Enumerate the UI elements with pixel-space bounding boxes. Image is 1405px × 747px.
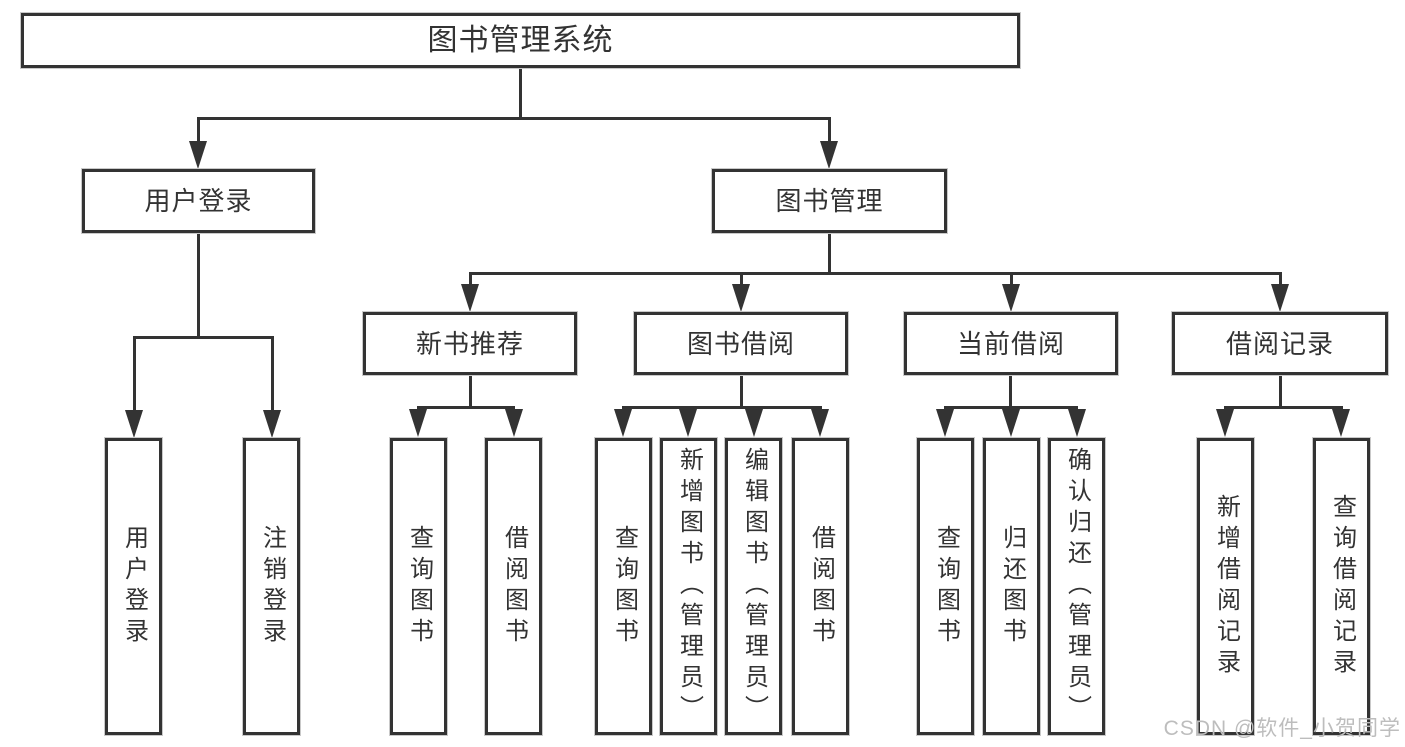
node-bb-edit-book: 编辑图书（管理员）: [725, 438, 782, 735]
arrowhead-br-add-record: [1216, 409, 1234, 437]
node-br-add-record: 新增借阅记录: [1197, 438, 1254, 735]
arrowhead-bb-edit-book: [745, 409, 763, 437]
node-nb-borrow-book: 借阅图书: [485, 438, 542, 735]
arrowhead-borrow-records: [1271, 284, 1289, 312]
connector-new-book-rec-stem: [469, 375, 472, 408]
node-current-borrow-label: 当前借阅: [956, 328, 1065, 359]
node-br-query-record-label: 查询借阅记录: [1328, 493, 1356, 680]
connector-borrow-records-bar: [1224, 406, 1343, 409]
connector-new-book-rec-bar: [417, 406, 515, 409]
node-book-management-label: 图书管理: [775, 186, 884, 216]
node-br-query-record: 查询借阅记录: [1313, 438, 1370, 735]
node-borrow-records: 借阅记录: [1172, 312, 1388, 375]
node-book-management: 图书管理: [712, 169, 947, 233]
arrowhead-bb-query-book: [614, 409, 632, 437]
arrowhead-nb-query-book: [409, 409, 427, 437]
arrowhead-cb-return-book: [1002, 409, 1020, 437]
csdn-watermark: CSDN @软件_小贺同学: [1163, 717, 1401, 740]
node-user-login-group-label: 用户登录: [144, 186, 253, 216]
arrowhead-current-borrow: [1002, 284, 1020, 312]
connector-stem-book-mgmt: [828, 117, 831, 142]
connector-borrow-records-stem: [1279, 375, 1282, 408]
connector-book-borrow-bar: [622, 406, 822, 409]
arrowhead-new-book-rec: [461, 284, 479, 312]
node-new-book-recommend-label: 新书推荐: [415, 328, 524, 359]
arrowhead-book-borrow: [732, 284, 750, 312]
connector-book-borrow-stem: [740, 375, 743, 408]
node-logout-label: 注销登录: [258, 524, 286, 649]
node-nb-borrow-book-label: 借阅图书: [500, 524, 528, 649]
node-bb-add-book: 新增图书（管理员）: [660, 438, 717, 735]
node-library-system-label: 图书管理系统: [427, 23, 614, 57]
node-borrow-records-label: 借阅记录: [1225, 328, 1334, 359]
node-cb-query-book-label: 查询图书: [932, 524, 960, 649]
arrowhead-cb-query-book: [936, 409, 954, 437]
node-cb-return-book-label: 归还图书: [998, 524, 1026, 649]
connector-stem-logout: [271, 336, 274, 412]
node-bb-borrow-book-label: 借阅图书: [807, 524, 835, 649]
arrowhead-bb-add-book: [679, 409, 697, 437]
node-br-add-record-label: 新增借阅记录: [1212, 493, 1240, 680]
connector-stem-book-borrow: [740, 272, 743, 286]
node-cb-confirm-return: 确认归还（管理员）: [1048, 438, 1105, 735]
node-bb-add-book-label: 新增图书（管理员）: [675, 447, 703, 726]
node-nb-query-book: 查询图书: [390, 438, 447, 735]
node-new-book-recommend: 新书推荐: [363, 312, 577, 375]
node-login-label: 用户登录: [120, 524, 148, 649]
node-cb-return-book: 归还图书: [983, 438, 1040, 735]
node-bb-edit-book-label: 编辑图书（管理员）: [740, 447, 768, 726]
node-library-system: 图书管理系统: [21, 13, 1020, 68]
node-bb-query-book-label: 查询图书: [610, 524, 638, 649]
node-current-borrow: 当前借阅: [904, 312, 1118, 375]
connector-stem-borrow-records: [1279, 272, 1282, 286]
node-nb-query-book-label: 查询图书: [405, 524, 433, 649]
connector-stem-current-borrow: [1010, 272, 1013, 286]
arrowhead-cb-confirm-return: [1068, 409, 1086, 437]
connector-current-borrow-bar: [944, 406, 1078, 409]
arrowhead-login: [125, 410, 143, 438]
connector-user-login-bar: [133, 336, 273, 339]
connector-user-login-stem: [197, 233, 200, 338]
node-book-borrow: 图书借阅: [634, 312, 848, 375]
connector-level1-bar: [197, 117, 830, 120]
arrowhead-nb-borrow-book: [505, 409, 523, 437]
arrowhead-br-query-record: [1332, 409, 1350, 437]
node-cb-query-book: 查询图书: [917, 438, 974, 735]
connector-stem-new-book-rec: [469, 272, 472, 286]
arrowhead-bb-borrow-book: [811, 409, 829, 437]
connector-stem-user-login: [197, 117, 200, 142]
arrowhead-book-mgmt: [820, 141, 838, 169]
connector-current-borrow-stem: [1009, 375, 1012, 408]
arrowhead-logout: [263, 410, 281, 438]
connector-root-stem: [519, 68, 522, 119]
node-bb-borrow-book: 借阅图书: [792, 438, 849, 735]
connector-level3-bar: [469, 272, 1282, 275]
node-book-borrow-label: 图书借阅: [686, 328, 795, 359]
arrowhead-user-login: [189, 141, 207, 169]
node-logout: 注销登录: [243, 438, 300, 735]
node-user-login-group: 用户登录: [82, 169, 315, 233]
node-bb-query-book: 查询图书: [595, 438, 652, 735]
connector-book-mgmt-stem: [828, 233, 831, 274]
connector-stem-login: [133, 336, 136, 412]
node-login: 用户登录: [105, 438, 162, 735]
node-cb-confirm-return-label: 确认归还（管理员）: [1063, 447, 1091, 726]
